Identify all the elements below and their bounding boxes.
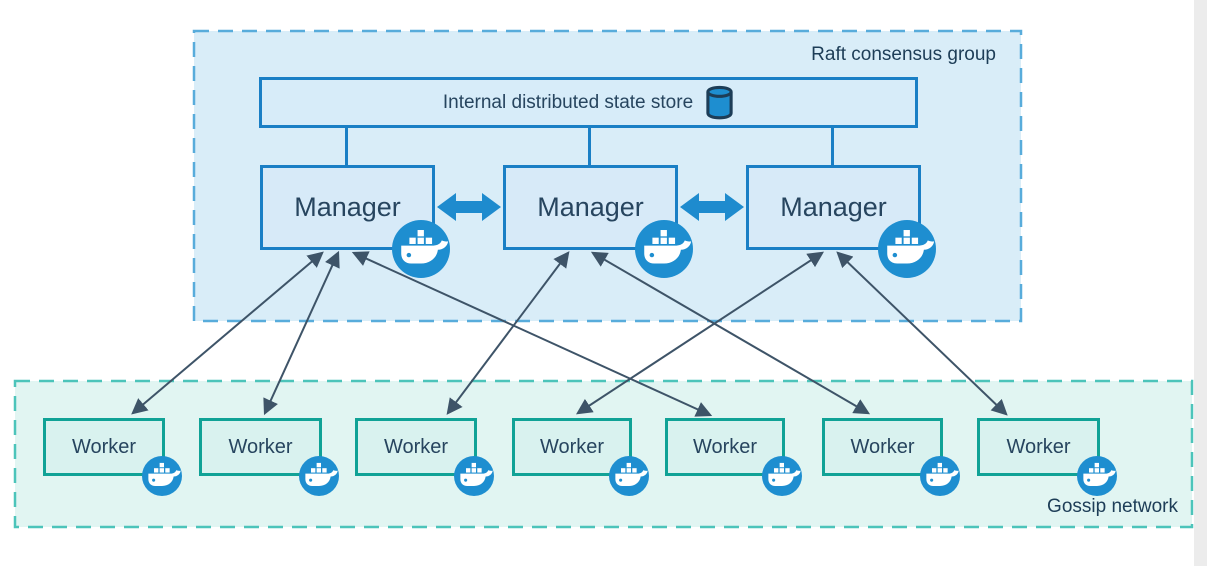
- manager-2-docker-icon: [635, 220, 693, 278]
- state-store-label: Internal distributed state store: [442, 91, 694, 113]
- database-cylinder-icon: [705, 85, 734, 120]
- worker-1-label: Worker: [71, 435, 137, 458]
- raft-group-label: Raft consensus group: [811, 44, 996, 65]
- worker-4-docker-icon: [609, 456, 649, 496]
- store-manager3-connector: [831, 127, 834, 165]
- worker-7-label: Worker: [1006, 435, 1071, 458]
- page-edge-strip: [1194, 0, 1207, 566]
- arrow-manager1-worker1: [131, 251, 324, 415]
- worker-4-label: Worker: [539, 435, 605, 458]
- state-store-box: Internal distributed state store: [259, 77, 918, 128]
- worker-2-docker-icon: [299, 456, 339, 496]
- worker-1-docker-icon: [142, 456, 182, 496]
- worker-5-docker-icon: [762, 456, 802, 496]
- worker-5-label: Worker: [692, 435, 758, 458]
- arrow-manager3-worker4: [575, 251, 825, 415]
- manager-3-label: Manager: [780, 192, 887, 222]
- arrow-manager2-worker3: [446, 251, 570, 415]
- manager-3-docker-icon: [878, 220, 936, 278]
- worker-6-label: Worker: [850, 435, 915, 458]
- arrow-manager1-manager2: [437, 193, 501, 221]
- manager-2-label: Manager: [537, 192, 644, 222]
- worker-2-label: Worker: [228, 435, 293, 458]
- store-manager1-connector: [345, 127, 348, 165]
- arrow-manager2-manager3: [680, 193, 744, 221]
- arrow-manager1-worker2: [263, 250, 340, 416]
- store-manager2-connector: [588, 127, 591, 165]
- worker-7-docker-icon: [1077, 456, 1117, 496]
- worker-6-docker-icon: [920, 456, 960, 496]
- manager-1-docker-icon: [392, 220, 450, 278]
- manager-1-label: Manager: [294, 192, 401, 222]
- worker-3-label: Worker: [383, 435, 449, 458]
- worker-3-docker-icon: [454, 456, 494, 496]
- gossip-network-label: Gossip network: [1047, 496, 1178, 517]
